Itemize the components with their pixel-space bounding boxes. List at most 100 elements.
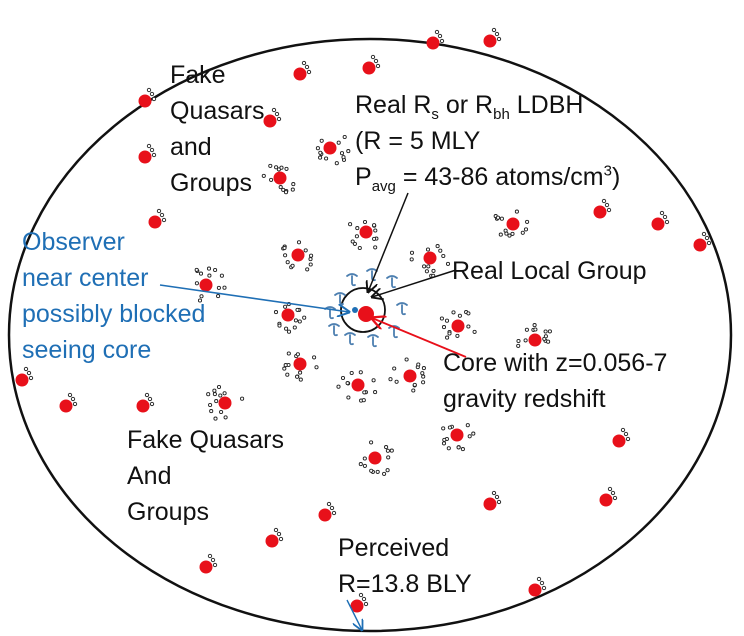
- group-member-dot: [212, 392, 217, 397]
- red-dot-icon: [651, 210, 670, 231]
- group-member-dot: [543, 334, 548, 339]
- group-member-dot: [460, 447, 465, 452]
- group-member-dot: [342, 134, 347, 140]
- small-galaxy-icon: [273, 302, 307, 334]
- group-core-dot: [293, 357, 307, 371]
- group-member-dot: [295, 374, 300, 379]
- satellite-dot: [612, 495, 618, 501]
- small-galaxy-icon: [206, 384, 245, 421]
- satellite-dot: [276, 531, 282, 537]
- group-member-dot: [212, 388, 217, 393]
- group-member-dot: [209, 409, 214, 414]
- red-dot-icon: [15, 366, 34, 387]
- satellite-dot: [662, 214, 668, 220]
- satellite-dot: [144, 392, 150, 398]
- satellite-dot: [149, 401, 155, 407]
- perceived-radius-label: Perceived R=13.8 BLY: [338, 530, 472, 602]
- group-member-dot: [523, 338, 528, 343]
- group-member-dot: [445, 261, 451, 266]
- group-member-dot: [346, 149, 351, 154]
- group-member-dot: [358, 370, 363, 375]
- group-member-dot: [207, 273, 212, 278]
- group-member-dot: [382, 471, 387, 476]
- group-member-dot: [273, 310, 279, 315]
- ldbh-line-2: (R = 5 MLY: [355, 127, 481, 155]
- group-member-dot: [524, 327, 529, 332]
- group-member-dot: [213, 267, 218, 273]
- satellite-dot: [67, 392, 73, 398]
- group-member-dot: [290, 187, 295, 192]
- group-member-dot: [269, 177, 274, 182]
- satellite-dot: [276, 116, 282, 122]
- satellite-dot: [331, 510, 337, 516]
- small-galaxy-icon: [348, 219, 379, 251]
- fake-bottom-line-3: Groups: [127, 498, 209, 526]
- group-member-dot: [315, 146, 320, 151]
- satellite-dot: [26, 370, 32, 376]
- satellite-dot: [28, 375, 34, 381]
- group-member-dot: [373, 390, 378, 395]
- group-member-dot: [283, 190, 289, 195]
- satellite-dot: [606, 207, 612, 213]
- satellite-dot: [70, 396, 76, 402]
- quasar-dot: [599, 493, 613, 507]
- group-member-dot: [438, 248, 443, 253]
- small-galaxy-icon: [336, 370, 378, 403]
- core-dot: [358, 306, 374, 322]
- quasar-dot: [350, 599, 364, 613]
- spiral-galaxy-icon: [367, 334, 379, 348]
- satellite-dot: [610, 490, 616, 496]
- satellite-dot: [159, 212, 165, 218]
- group-member-dot: [285, 260, 290, 265]
- small-galaxy-icon: [194, 266, 227, 303]
- group-member-dot: [354, 234, 359, 239]
- group-member-dot: [346, 395, 351, 400]
- group-member-dot: [218, 393, 223, 398]
- group-member-dot: [412, 382, 417, 387]
- fake-top-line-4: Groups: [170, 169, 252, 197]
- small-galaxy-icon: [281, 240, 314, 272]
- group-member-dot: [282, 366, 287, 371]
- group-core-dot: [451, 319, 465, 333]
- observer-line-1: Observer: [22, 228, 125, 256]
- satellite-dot: [306, 69, 312, 75]
- group-member-dot: [199, 294, 204, 299]
- satellite-dot: [706, 240, 712, 246]
- red-dot-icon: [265, 527, 284, 548]
- fake-quasars-layer: [15, 27, 712, 613]
- group-member-dot: [291, 182, 296, 187]
- satellite-dot: [301, 60, 307, 66]
- group-member-dot: [388, 377, 393, 382]
- group-member-dot: [357, 245, 362, 251]
- group-member-dot: [352, 241, 357, 246]
- group-member-dot: [302, 315, 307, 320]
- group-member-dot: [298, 377, 303, 382]
- quasar-dot: [148, 215, 162, 229]
- group-member-dot: [404, 357, 409, 362]
- group-member-dot: [295, 352, 300, 357]
- group-member-dot: [197, 298, 203, 303]
- satellite-dot: [274, 111, 280, 117]
- group-member-dot: [532, 323, 537, 328]
- group-member-dot: [472, 329, 477, 334]
- observer-label: Observer near center possibly blocked se…: [22, 224, 205, 368]
- group-core-dot: [273, 171, 287, 185]
- fake-groups-layer: [194, 134, 552, 476]
- small-galaxy-icon: [261, 163, 296, 195]
- small-galaxy-icon: [388, 357, 426, 393]
- group-member-dot: [278, 185, 283, 190]
- fake-quasars-bottom-label: Fake Quasars And Groups: [127, 422, 284, 530]
- group-member-dot: [409, 257, 414, 262]
- ldbh-line-1: Real Rs or Rbh LDBH: [355, 91, 584, 123]
- satellite-dot: [304, 64, 310, 70]
- red-dot-icon: [612, 427, 631, 448]
- group-member-dot: [384, 445, 389, 450]
- satellite-dot: [147, 396, 153, 402]
- group-member-dot: [309, 253, 314, 258]
- group-member-dot: [435, 244, 440, 249]
- satellite-dot: [536, 576, 542, 582]
- group-member-dot: [355, 226, 360, 231]
- group-member-dot: [279, 165, 284, 170]
- group-member-dot: [282, 245, 287, 251]
- spiral-galaxy-icon: [346, 273, 358, 287]
